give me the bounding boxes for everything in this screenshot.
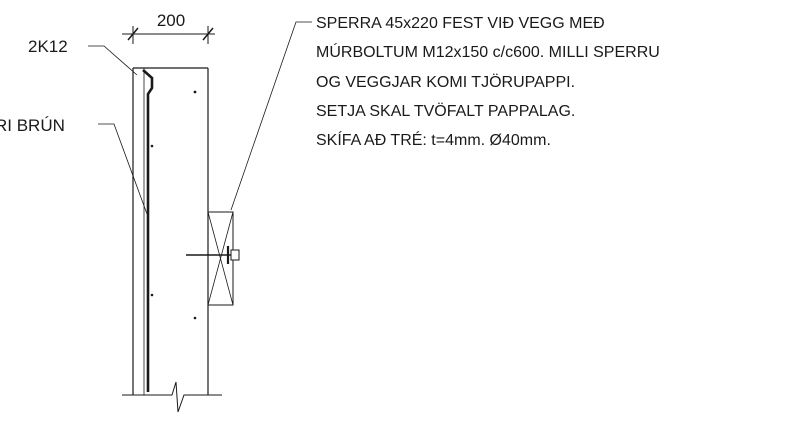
break-line: [122, 381, 222, 413]
note-line: SKÍFA AÐ TRÉ: t=4mm. Ø40mm.: [316, 130, 551, 149]
dimension-tick-right: [202, 27, 214, 41]
wall-section: [122, 67, 222, 413]
note-line: MÚRBOLTUM M12x150 c/c600. MILLI SPERRU: [316, 42, 660, 61]
rebar-leader: [88, 45, 138, 76]
wall-dot: [193, 90, 197, 94]
dimension-tick-left: [127, 27, 139, 41]
bolt-nut: [230, 249, 240, 261]
wall-dot: [150, 144, 154, 148]
edge-leader: [98, 123, 148, 215]
dimension-value: 200: [157, 11, 185, 30]
note-block: SPERRA 45x220 FEST VIÐ VEGG MEÐ MÚRBOLTU…: [316, 15, 660, 149]
wall-dot: [150, 293, 154, 297]
note-line: OG VEGGJAR KOMI TJÖRUPAPPI.: [316, 73, 575, 91]
note-leader: [230, 21, 312, 211]
note-line: SETJA SKAL TVÖFALT PAPPALAG.: [316, 102, 575, 120]
leaders: [88, 21, 312, 215]
wall-dot: [193, 316, 197, 320]
edge-label: RI BRÚN: [0, 116, 65, 135]
note-line: SPERRA 45x220 FEST VIÐ VEGG MEÐ: [316, 15, 605, 32]
rafter-cross: [207, 211, 234, 306]
rebar-label: 2K12: [28, 37, 68, 56]
rebar-bar: [142, 69, 154, 392]
dimension-200: 200: [122, 11, 215, 44]
rafter-detail: [186, 211, 240, 306]
